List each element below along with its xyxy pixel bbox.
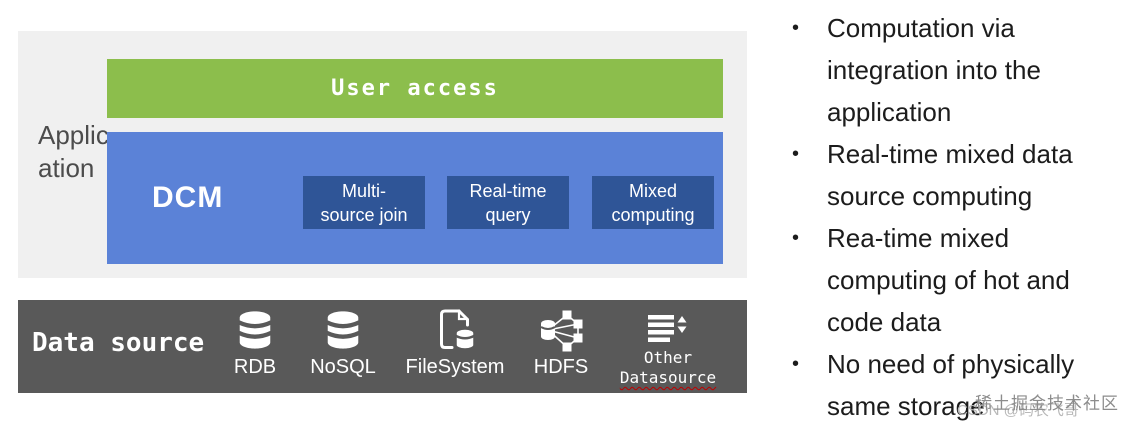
datasource-label: Other Datasource (620, 348, 716, 388)
csdn-watermark: CSDN @码农飞哥 (957, 402, 1079, 419)
module-label-line1: Multi- (342, 180, 386, 201)
dcm-module-real-time-query: Real-time query (447, 176, 569, 229)
application-panel: Applic ation User access DCM Multi- sour… (18, 31, 747, 278)
bullet-dot-icon: • (792, 17, 800, 39)
database-icon (237, 311, 273, 349)
datasource-label-line1: Other (643, 348, 693, 367)
list-sort-icon (648, 315, 687, 342)
dcm-title: DCM (152, 181, 224, 214)
list-item: • Computation via integration into the a… (778, 7, 1127, 133)
dcm-module-multi-source-join: Multi- source join (303, 176, 425, 229)
user-access-label: User access (331, 76, 499, 101)
database-icon (325, 311, 361, 349)
dcm-module-mixed-computing: Mixed computing (592, 176, 714, 229)
datasource-label: RDB (233, 356, 277, 378)
datasource-item-nosql: NoSQL (288, 307, 398, 379)
dcm-box: DCM Multi- source join Real-time query M… (107, 132, 723, 264)
application-label: Applic ation (38, 119, 109, 185)
list-item: • Real-time mixed data source computing (778, 133, 1127, 217)
bullet-dot-icon: • (792, 353, 800, 375)
data-source-title: Data source (32, 328, 205, 358)
datasource-item-other: Other Datasource (608, 312, 728, 388)
hdfs-cluster-icon (540, 310, 583, 352)
module-label-line1: Mixed (628, 180, 677, 201)
bullet-dot-icon: • (792, 143, 800, 165)
datasource-label: HDFS (533, 356, 589, 378)
bullet-text: Rea-time mixed computing of hot and code… (827, 223, 1070, 337)
module-label-line1: Real-time (469, 180, 547, 201)
module-label-line2: query (485, 204, 531, 225)
module-label-line2: source join (320, 204, 408, 225)
datasource-item-rdb: RDB (200, 307, 310, 379)
datasource-label-line2: Datasource (619, 368, 717, 387)
user-access-bar: User access (107, 59, 723, 118)
datasource-label: FileSystem (405, 356, 505, 378)
list-item: • Rea-time mixed computing of hot and co… (778, 217, 1127, 343)
list-item: • No need of physically same storage (778, 343, 1127, 427)
datasource-item-hdfs: HDFS (506, 307, 616, 379)
application-label-line1: Applic (38, 120, 109, 150)
module-label-line2: computing (611, 204, 695, 225)
bullet-text: Computation via integration into the app… (827, 13, 1041, 127)
bullet-dot-icon: • (792, 227, 800, 249)
file-database-icon (440, 309, 475, 350)
bullet-text: Real-time mixed data source computing (827, 139, 1073, 211)
datasource-item-filesystem: FileSystem (400, 307, 510, 379)
application-label-line2: ation (38, 153, 95, 183)
feature-bullet-list: • Computation via integration into the a… (778, 7, 1127, 427)
datasource-label: NoSQL (310, 356, 376, 378)
juejin-watermark: 稀土掘金技术社区 (975, 394, 1119, 413)
bullet-text: No need of physically same storage (827, 349, 1075, 421)
data-source-bar: Data source RDB NoSQL (18, 300, 747, 393)
